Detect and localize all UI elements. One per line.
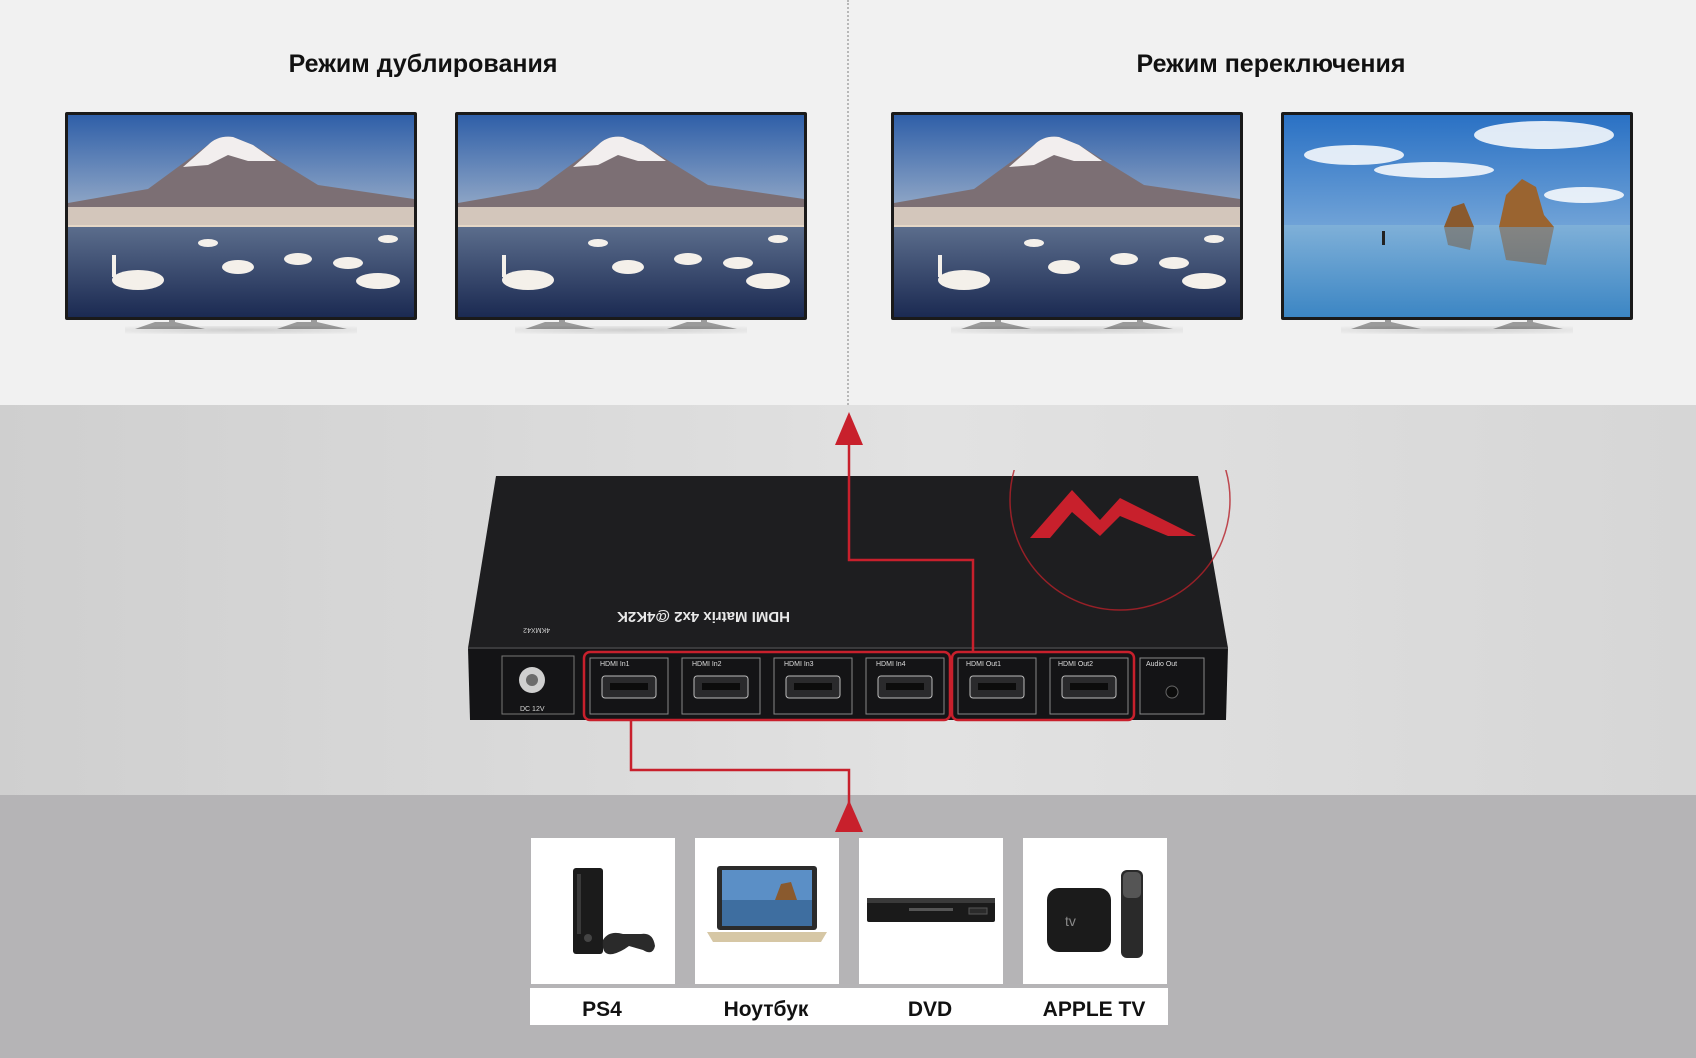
hdmi-in4-port: HDMI In4: [865, 657, 945, 715]
switching-mode-title: Режим переключения: [1136, 50, 1406, 78]
source-apple-tv: tv: [1023, 838, 1167, 984]
power-label: DC 12V: [520, 706, 545, 713]
device-model-code: 4KMX42: [523, 626, 550, 633]
source-laptop: [695, 838, 839, 984]
svg-text:HDMI In1: HDMI In1: [600, 661, 630, 668]
svg-text:Audio Out: Audio Out: [1146, 661, 1177, 668]
source-dvd: [859, 838, 1003, 984]
svg-text:HDMI In4: HDMI In4: [876, 661, 906, 668]
source-labels-bar: [530, 988, 1168, 1025]
hdmi-in1-port: HDMI In1: [589, 657, 669, 715]
tv-screen: [455, 112, 807, 320]
source-label-ps4: PS4: [582, 998, 622, 1021]
source-label-apple-tv: APPLE TV: [1042, 998, 1146, 1021]
hdmi-in2-port: HDMI In2: [681, 657, 761, 715]
svg-text:HDMI Out2: HDMI Out2: [1058, 661, 1093, 668]
hdmi-matrix-device: HDMI Matrix 4x2 @4K2K 4KMX42 DC 12V HDMI…: [460, 389, 1240, 730]
tv-switching-1: [891, 112, 1243, 334]
dvd-player-icon: [867, 898, 995, 922]
tv-screen: [1281, 112, 1633, 320]
hdmi-out2-port: HDMI Out2: [1049, 657, 1129, 715]
game-console-icon: [573, 868, 655, 955]
duplication-mode-title: Режим дублирования: [288, 50, 558, 78]
tv-duplication-1: [65, 112, 417, 334]
mode-divider: [847, 0, 849, 405]
apple-tv-icon: tv: [1047, 870, 1143, 958]
tv-screen: [891, 112, 1243, 320]
svg-text:tv: tv: [1065, 913, 1076, 929]
tv-screen: [65, 112, 417, 320]
hdmi-in3-port: HDMI In3: [773, 657, 853, 715]
svg-text:HDMI In3: HDMI In3: [784, 661, 814, 668]
source-ps4: [531, 838, 675, 984]
tv-switching-2: [1281, 112, 1633, 334]
device-model-text: HDMI Matrix 4x2 @4K2K: [617, 608, 790, 625]
source-label-dvd: DVD: [907, 998, 953, 1021]
svg-text:HDMI In2: HDMI In2: [692, 661, 722, 668]
svg-text:HDMI Out1: HDMI Out1: [966, 661, 1001, 668]
outputs-highlight: [950, 650, 1136, 722]
hdmi-out1-port: HDMI Out1: [957, 657, 1037, 715]
audio-out-port: Audio Out: [1139, 657, 1205, 715]
laptop-icon: [707, 866, 827, 942]
tv-duplication-2: [455, 112, 807, 334]
source-label-laptop: Ноутбук: [723, 998, 809, 1021]
